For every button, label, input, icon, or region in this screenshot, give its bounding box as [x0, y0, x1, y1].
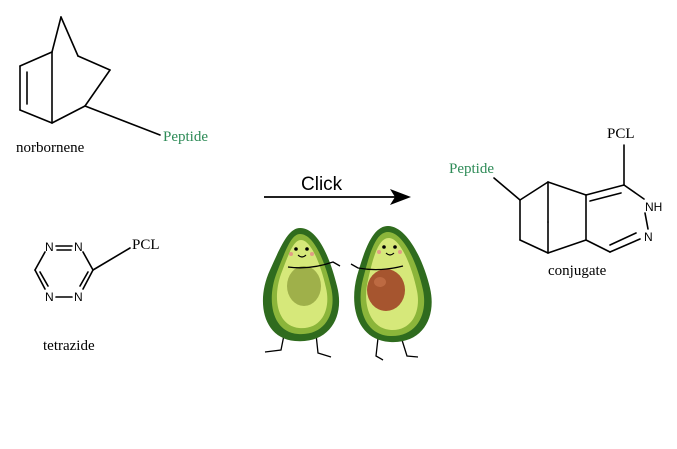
- tetrazine-pcl-label: PCL: [132, 237, 160, 253]
- click-arrow-label: Click: [301, 174, 343, 195]
- avocado-left-icon: [262, 228, 341, 358]
- conjugate-structure: [493, 144, 649, 254]
- avocado-right-icon: [350, 226, 432, 361]
- conjugate-nh-label: NH: [645, 200, 662, 214]
- conjugate-peptide-label: Peptide: [449, 161, 494, 177]
- norbornene-structure: [19, 16, 161, 136]
- tetrazine-atom-n-top-right: N: [74, 240, 83, 254]
- tetrazine-name-label: tetrazide: [43, 338, 95, 354]
- reaction-arrow: [264, 189, 411, 205]
- tetrazine-atom-n-bottom-left: N: [45, 290, 54, 304]
- conjugate-n-label: N: [644, 230, 653, 244]
- tetrazine-atom-n-top-left: N: [45, 240, 54, 254]
- tetrazine-atom-n-bottom-right: N: [74, 290, 83, 304]
- norbornene-name-label: norbornene: [16, 140, 85, 156]
- tetrazine-structure: [34, 245, 131, 298]
- conjugate-name-label: conjugate: [548, 263, 607, 279]
- conjugate-pcl-label: PCL: [607, 126, 635, 142]
- norbornene-peptide-label: Peptide: [163, 129, 208, 145]
